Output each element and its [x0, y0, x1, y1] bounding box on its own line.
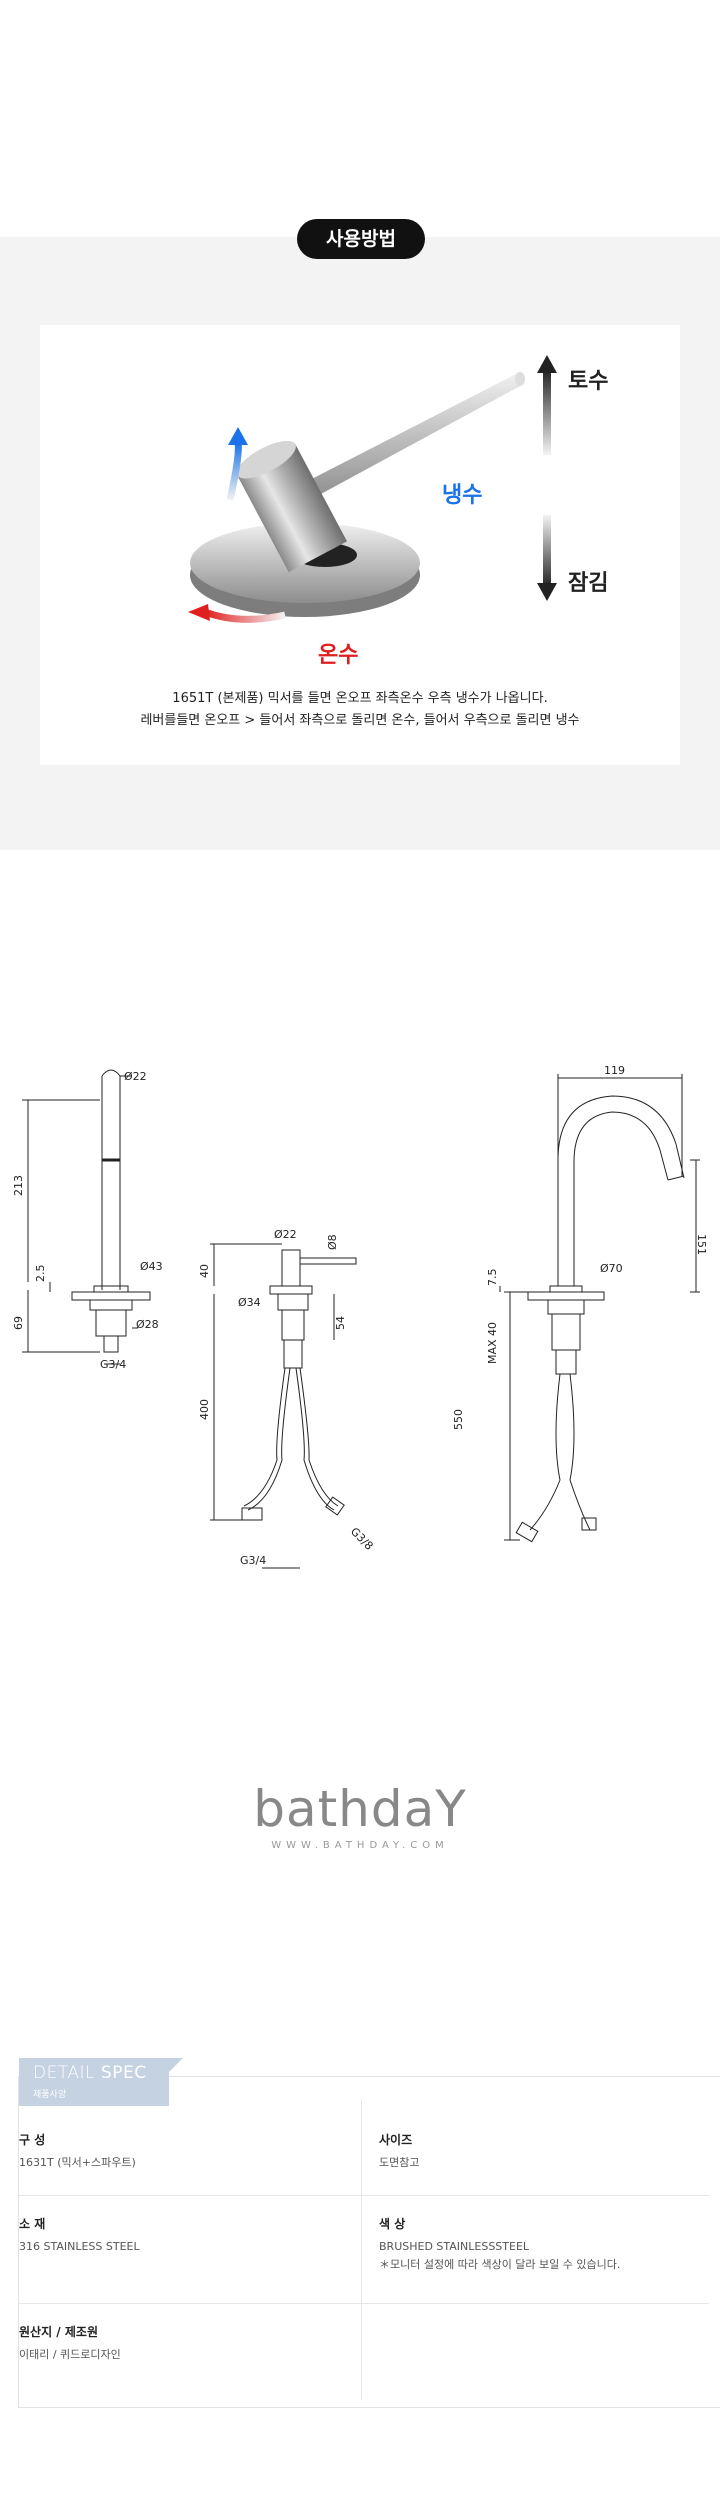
dim-goose-height: 151	[695, 1234, 708, 1255]
spec-tag: DETAIL SPEC 제품사양	[19, 2058, 183, 2106]
spec-tag-sub: 제품사양	[33, 2090, 67, 2100]
dim-mixer-shank: 54	[334, 1316, 347, 1330]
dim-spout-flange-h: 2.5	[34, 1265, 47, 1283]
dim-mixer-hose: 400	[198, 1399, 211, 1420]
label-close: 잠김	[568, 571, 609, 596]
mixer-drawing	[210, 1243, 357, 1569]
hot-arrow	[203, 608, 286, 623]
brand-url: WWW.BATHDAY.COM	[271, 1840, 449, 1851]
label-cold: 냉수	[442, 483, 483, 508]
usage-title-pill: 사용방법	[297, 219, 425, 259]
gooseneck-drawing	[499, 1074, 700, 1543]
dim-spout-height: 213	[12, 1175, 25, 1196]
dim-spout-below: 69	[12, 1316, 25, 1330]
dim-mixer-d-base: Ø34	[238, 1296, 261, 1309]
dim-mixer-top: 40	[198, 1264, 211, 1278]
dim-goose-reach: 119	[604, 1064, 625, 1077]
dim-goose-max-val: 40	[486, 1322, 499, 1336]
spec-composition: 구 성 1631T (믹서+스파우트)	[19, 2133, 136, 2169]
dim-goose-flange-h: 7.5	[486, 1269, 499, 1287]
spec-tag-title: DETAIL SPEC	[33, 2063, 147, 2083]
dim-mixer-thread-left: G3/4	[240, 1554, 266, 1567]
spec-material: 소 재 316 STAINLESS STEEL	[19, 2217, 140, 2253]
handle-body	[237, 444, 348, 573]
up-arrow	[543, 369, 551, 455]
technical-drawing: Ø22 213 2.5 Ø43 69 Ø28 G3/4 Ø22 Ø8 40 Ø3…	[12, 1064, 708, 1569]
dim-spout-d-top: Ø22	[124, 1070, 147, 1083]
brand-logo: bathdaY WWW.BATHDAY.COM	[0, 1780, 720, 1851]
dim-goose-hose: 550	[452, 1409, 465, 1430]
detail-spec-table: DETAIL SPEC 제품사양 구 성 1631T (믹서+스파우트) 사이즈…	[18, 2058, 720, 2408]
faucet-illustration	[188, 355, 557, 623]
usage-card: 토수 냉수 온수 잠김 1651T (본제품) 믹서를 들면 온오프 좌측온수 …	[40, 325, 680, 765]
dim-spout-d-flange: Ø43	[140, 1260, 163, 1273]
dim-mixer-thread-right: G3/8	[348, 1525, 376, 1553]
dim-mixer-d-body: Ø22	[274, 1228, 297, 1241]
down-arrow	[543, 515, 551, 587]
dim-goose-d-flange: Ø70	[600, 1262, 623, 1275]
dim-goose-max-label: MAX	[486, 1339, 499, 1364]
spout-drawing	[22, 1069, 151, 1365]
lever-rod	[300, 373, 522, 501]
spec-color: 색 상 BRUSHED STAINLESSSTEEL＊모니터 설정에 따라 색상…	[379, 2217, 621, 2271]
brand-wordmark: bathdaY	[253, 1780, 467, 1838]
spec-row-divider	[19, 2303, 709, 2304]
cold-arrow	[226, 442, 242, 501]
dim-mixer-d-lever: Ø8	[326, 1234, 339, 1250]
spec-size: 사이즈 도면참고	[379, 2133, 420, 2169]
dim-spout-d-shank: Ø28	[136, 1318, 159, 1331]
usage-instruction-1: 1651T (본제품) 믹서를 들면 온오프 좌측온수 우측 냉수가 나옵니다.	[172, 691, 548, 706]
usage-instruction-2: 레버를들면 온오프 > 들어서 좌측으로 돌리면 온수, 들어서 우측으로 돌리…	[140, 713, 580, 728]
label-hot: 온수	[318, 643, 359, 668]
spec-col-divider	[361, 2099, 362, 2399]
dim-spout-thread: G3/4	[100, 1358, 126, 1371]
label-spout: 토수	[568, 369, 609, 394]
spec-row-divider	[19, 2195, 709, 2196]
spec-origin: 원산지 / 제조원 이태리 / 퀴드로디자인	[19, 2325, 121, 2361]
